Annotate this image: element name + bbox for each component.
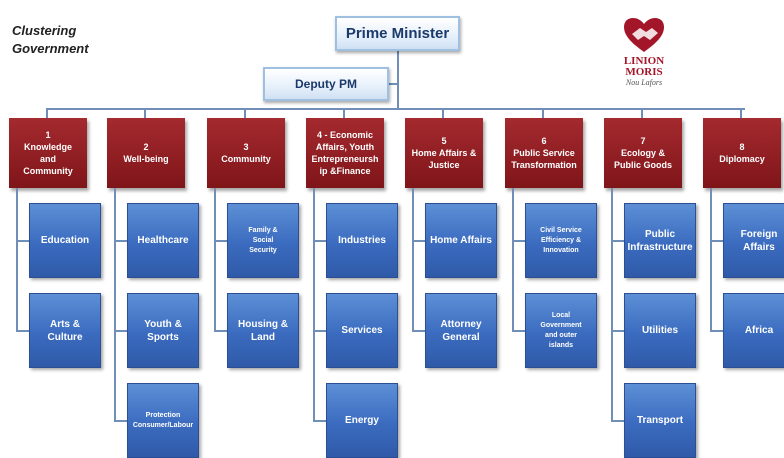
department-branch-line (16, 330, 29, 332)
cluster-drop-line (442, 108, 444, 118)
cluster-spine-line (313, 188, 315, 420)
department-box: Services (326, 293, 398, 368)
department-box: Housing & Land (227, 293, 299, 368)
department-branch-line (114, 330, 127, 332)
department-box: Arts & Culture (29, 293, 101, 368)
department-box: Africa (723, 293, 784, 368)
department-branch-line (710, 330, 723, 332)
logo-line-1: LINION (623, 55, 665, 67)
department-branch-line (313, 420, 326, 422)
heading-line-2: Government (12, 41, 89, 56)
cluster-number: 6 (541, 136, 547, 146)
cluster-drop-line (542, 108, 544, 118)
department-branch-line (512, 240, 525, 242)
department-box: Youth & Sports (127, 293, 199, 368)
department-box: Industries (326, 203, 398, 278)
cluster-number: 4 - Economic (316, 130, 373, 140)
cluster-spine-line (412, 188, 414, 330)
cluster-name: Diplomacy (719, 154, 765, 164)
dpm-connector (389, 83, 398, 85)
cluster-number: 1 (45, 130, 51, 140)
pm-connector (397, 51, 399, 110)
cluster-number: 3 (243, 142, 249, 152)
department-branch-line (611, 240, 624, 242)
department-branch-line (412, 330, 425, 332)
heading-line-1: Clustering (12, 23, 77, 38)
cluster-spine-line (16, 188, 18, 330)
cluster-spine-line (512, 188, 514, 330)
cluster-spine-line (214, 188, 216, 330)
cluster-name: Ecology & Public Goods (613, 148, 672, 170)
cluster-drop-line (740, 108, 742, 118)
department-branch-line (412, 240, 425, 242)
cluster-number: 7 (640, 136, 646, 146)
department-branch-line (512, 330, 525, 332)
cluster-name: Home Affairs & Justice (411, 148, 477, 170)
cluster-name: Community (221, 154, 271, 164)
prime-minister-box: Prime Minister (335, 16, 460, 51)
department-box: Energy (326, 383, 398, 458)
department-branch-line (16, 240, 29, 242)
party-logo: LINION MORIS Nou Lafors (612, 16, 676, 100)
chart-heading: Clustering Government (12, 22, 89, 58)
cluster-drop-line (244, 108, 246, 118)
logo-line-2: MORIS (625, 66, 663, 78)
cluster-drop-line (343, 108, 345, 118)
department-branch-line (214, 330, 227, 332)
cluster-spine-line (611, 188, 613, 420)
cluster-drop-line (641, 108, 643, 118)
cluster-drop-line (46, 108, 48, 118)
department-box: Civil Service Efficiency & Innovation (525, 203, 597, 278)
cluster-spine-line (710, 188, 712, 330)
cluster-number: 5 (441, 136, 447, 146)
department-branch-line (114, 240, 127, 242)
cluster-name: Public Service Transformation (511, 148, 577, 170)
cluster-number: 2 (143, 142, 149, 152)
cluster-drop-line (144, 108, 146, 118)
department-branch-line (313, 240, 326, 242)
department-box: Foreign Affairs (723, 203, 784, 278)
handshake-heart-icon (624, 18, 664, 52)
department-box: Education (29, 203, 101, 278)
cluster-name: Knowledge and Community (23, 142, 73, 176)
department-box: Utilities (624, 293, 696, 368)
department-branch-line (214, 240, 227, 242)
department-box: Healthcare (127, 203, 199, 278)
department-box: Protection Consumer/Labour (127, 383, 199, 458)
cluster-name: Well-being (123, 154, 169, 164)
department-box: Home Affairs (425, 203, 497, 278)
cluster-name: Affairs, Youth Entrepreneursh ip &Financ… (311, 142, 379, 176)
logo-tagline: Nou Lafors (625, 78, 663, 87)
department-branch-line (611, 330, 624, 332)
department-branch-line (114, 420, 127, 422)
department-branch-line (313, 330, 326, 332)
department-box: Attorney General (425, 293, 497, 368)
department-box: Public Infrastructure (624, 203, 696, 278)
department-branch-line (611, 420, 624, 422)
department-box: Family & Social Security (227, 203, 299, 278)
department-branch-line (710, 240, 723, 242)
deputy-pm-box: Deputy PM (263, 67, 389, 101)
cluster-bus (46, 108, 745, 110)
department-box: Transport (624, 383, 696, 458)
cluster-number: 8 (739, 142, 745, 152)
cluster-spine-line (114, 188, 116, 420)
department-box: Local Government and outer islands (525, 293, 597, 368)
